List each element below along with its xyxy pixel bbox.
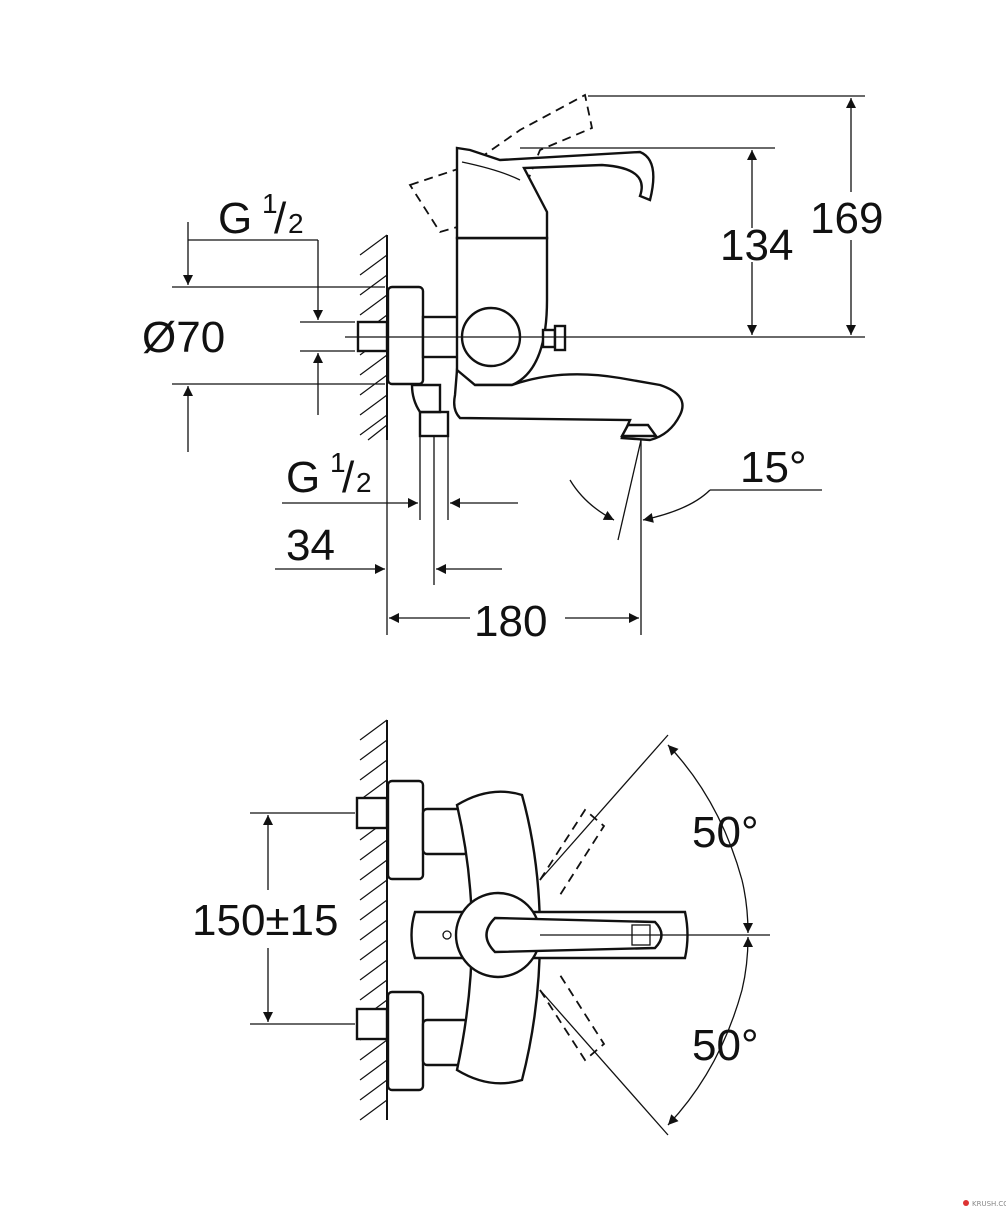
connector-nipple-top-upper [355,796,389,830]
rosette-top-upper [386,779,425,881]
label-height-handle: 134 [720,221,793,270]
wall-top [359,719,388,1121]
dim-spout-angle: 15° [569,439,822,541]
watermark: KRUSH.COM.UA [963,1200,1006,1208]
lever-alt-position [408,93,594,234]
dim-height-total: 169 [588,95,883,335]
label-projection: 180 [474,597,547,646]
label-offset: 34 [286,521,335,570]
dim-inlet-spacing: 150±15 [192,812,355,1025]
rosette-top-lower [386,990,425,1092]
label-thread-top-den: 2 [288,208,304,239]
label-thread-top-base: G [218,194,252,243]
dim-lever-angles: 50° 50° [667,744,759,1126]
dim-diameter: Ø70 [142,222,385,452]
label-lever-up: 50° [692,808,759,857]
dim-offset: 34 [275,436,502,635]
rosette-side [386,285,425,386]
set-screw-side [541,328,557,349]
side-view: G 1 / 2 Ø70 G 1 / 2 [142,93,883,646]
label-thread-bottom-den: 2 [356,467,372,498]
svg-text:/: / [274,194,287,243]
label-spout-angle: 15° [740,443,807,492]
label-diameter: Ø70 [142,313,225,362]
dim-height-handle: 134 [520,147,793,335]
label-thread-bottom-num: 1 [330,447,346,478]
top-view: 150±15 50° 50° [192,719,770,1136]
spout-side [452,367,684,442]
connector-nipple-top-lower [355,1007,389,1041]
label-lever-down: 50° [692,1021,759,1070]
dim-projection: 180 [389,440,642,646]
dim-thread-bottom: G 1 / 2 [282,436,518,520]
label-height-total: 169 [810,194,883,243]
shower-outlet-side [418,410,450,438]
dim-thread-top: G 1 / 2 [188,188,355,415]
watermark-text: KRUSH.COM.UA [972,1200,1006,1208]
label-thread-top-num: 1 [262,188,278,219]
aerator-side [619,423,659,438]
label-inlet-spacing: 150±15 [192,896,339,945]
svg-text:/: / [342,453,355,502]
lever-handle-side [455,146,655,240]
label-thread-bottom-base: G [286,453,320,502]
lever-alt-positions [539,734,669,1136]
